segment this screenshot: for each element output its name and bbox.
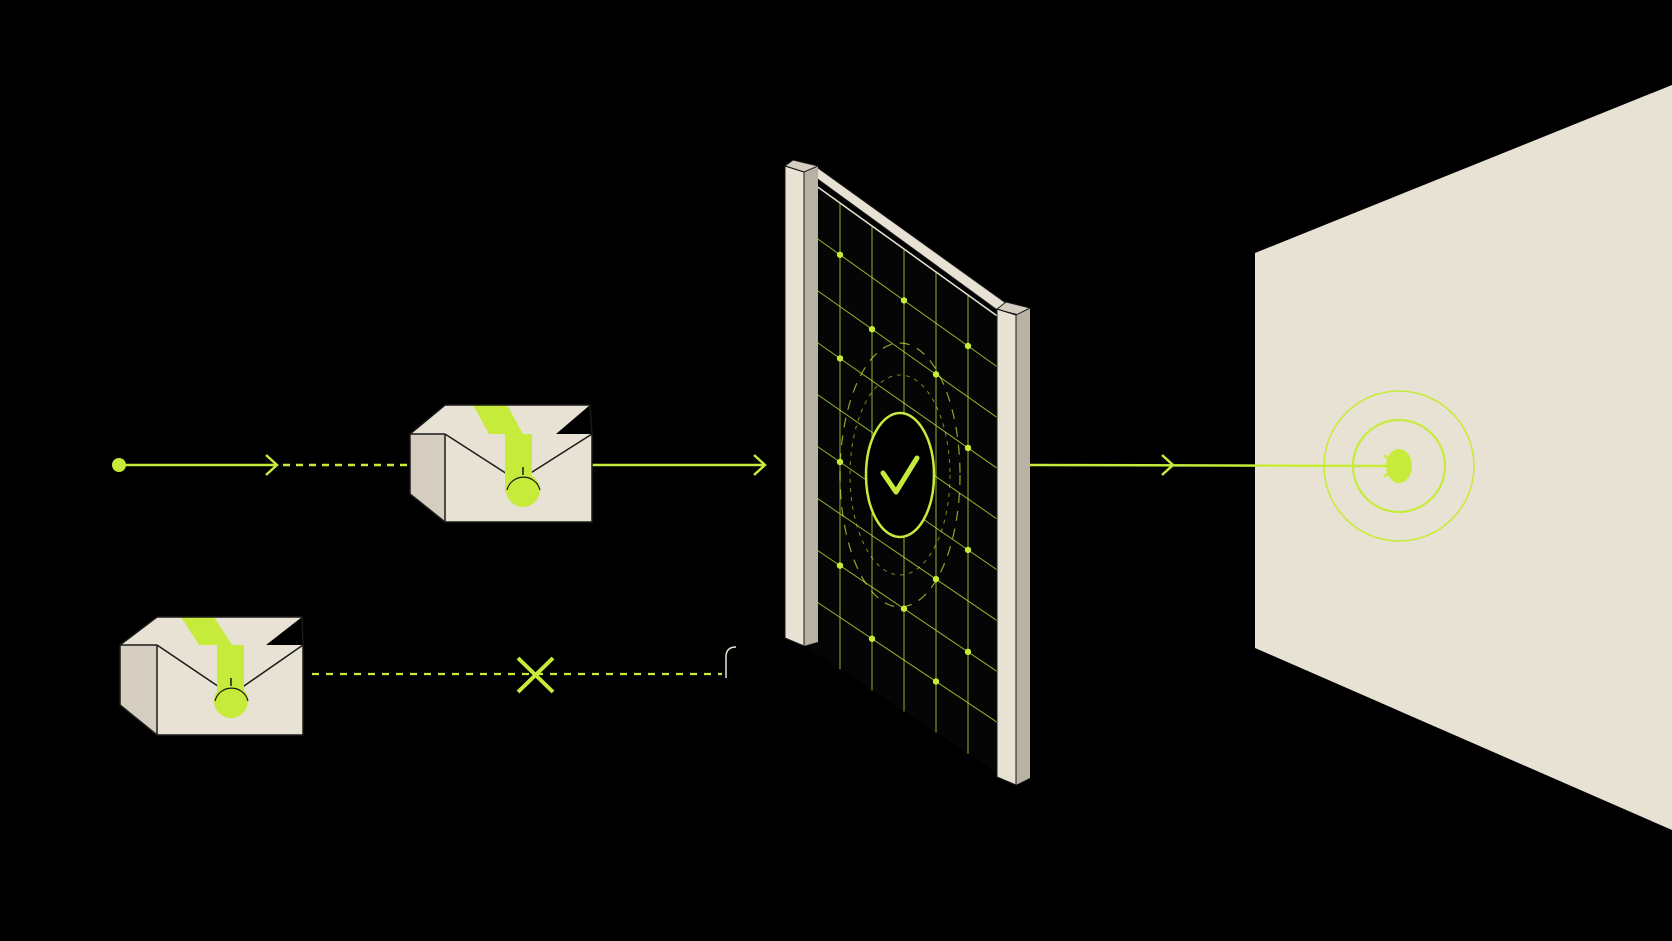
- package-tape-top: [473, 405, 523, 434]
- package-side: [120, 617, 157, 735]
- grid-line-horizontal: [807, 283, 1001, 420]
- package-rejected: [119, 616, 304, 736]
- grid-node-dot: [932, 678, 940, 685]
- grid-node-dot: [868, 635, 876, 642]
- gate-left-post-side: [804, 166, 818, 646]
- arrow-icon-3: [1161, 454, 1175, 476]
- checkmark-icon: [880, 455, 920, 495]
- grid-node-dot: [868, 325, 876, 333]
- grid-node-dot: [836, 355, 844, 362]
- package-tape-top: [181, 617, 232, 645]
- grid-node-dot: [964, 546, 972, 554]
- target-icon: [1386, 449, 1412, 483]
- check-ring: [864, 411, 936, 539]
- path-segment-solid-3: [1029, 463, 1396, 468]
- grid-node-dot: [836, 251, 844, 258]
- grid-node-dot: [964, 648, 972, 656]
- cross-icon: [516, 656, 555, 694]
- arrow-icon-4: [1383, 454, 1398, 478]
- deflection-hook: [725, 646, 737, 678]
- gate-right-post-side: [1016, 308, 1030, 785]
- grid-node-dot: [932, 371, 940, 378]
- grid-node-dot: [836, 562, 844, 569]
- grid-node-dot: [964, 342, 972, 350]
- accepted-path: [112, 454, 1398, 478]
- grid-line-horizontal: [807, 491, 1001, 624]
- arrow-icon-1: [265, 454, 279, 476]
- package-accepted: [409, 404, 593, 523]
- grid-node-dot: [900, 297, 908, 304]
- rejected-path: [312, 646, 737, 694]
- grid-line-horizontal: [807, 595, 1001, 725]
- grid-node-dot: [932, 575, 940, 583]
- target-wall: [1255, 85, 1672, 830]
- filter-gate: [783, 159, 1032, 786]
- gate-top-rail: [808, 168, 1010, 312]
- gate-right-post-front: [997, 309, 1016, 785]
- scan-ring-middle: [849, 374, 951, 576]
- grid-node-dot: [964, 444, 972, 452]
- gate-left-post-front: [785, 166, 804, 646]
- scan-ring-outer: [839, 342, 961, 608]
- arrow-icon-2: [753, 454, 767, 476]
- wall-surface: [1255, 85, 1672, 830]
- package-seal: [214, 684, 248, 718]
- package-seal: [506, 473, 540, 507]
